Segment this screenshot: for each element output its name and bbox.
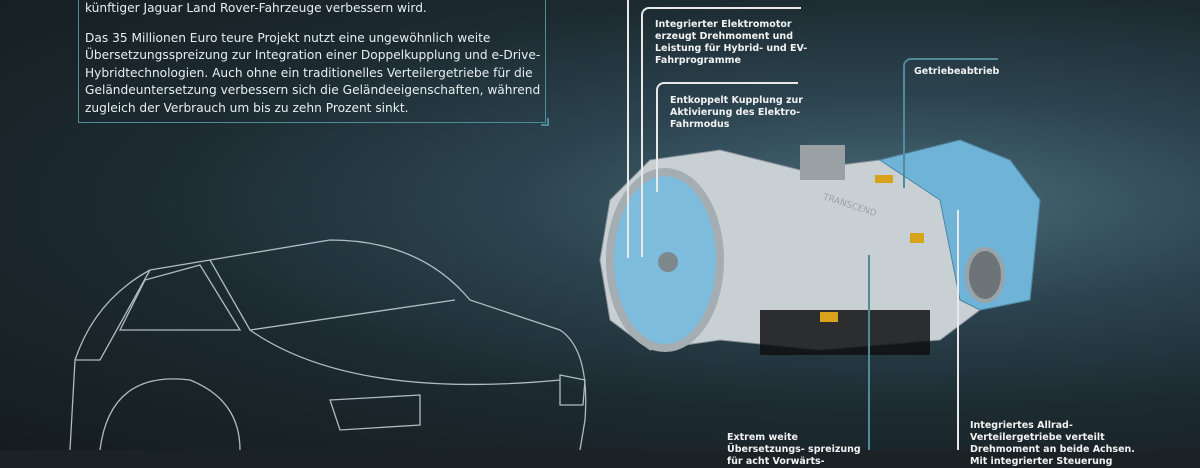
callout-line	[627, 0, 629, 258]
callout-line	[641, 7, 801, 257]
callout-ratio: Extrem weite Übersetzungs- spreizung für…	[727, 432, 861, 467]
intro-text-box: künftiger Jaguar Land Rover-Fahrzeuge ve…	[78, 0, 546, 123]
callout-line	[903, 58, 998, 188]
callout-clutch: Entkoppelt Kupplung zur Aktivierung des …	[670, 95, 803, 130]
car-outline	[69, 239, 587, 450]
callout-line	[957, 210, 959, 450]
intro-paragraph: Das 35 Millionen Euro teure Projekt nutz…	[85, 30, 541, 115]
callout-output: Getriebeabtrieb	[914, 66, 1000, 77]
illustration: TRANSCEND	[69, 139, 1041, 450]
callout-motor: Integrierter Elektromotor erzeugt Drehmo…	[655, 19, 808, 66]
intro-line-top: künftiger Jaguar Land Rover-Fahrzeuge ve…	[85, 1, 427, 15]
box-corner-decoration	[541, 118, 549, 126]
callout-line	[656, 82, 798, 192]
callout-transfer: Integriertes Allrad-Verteilergetriebe ve…	[970, 420, 1135, 467]
gearbox: TRANSCEND	[599, 139, 1041, 355]
callout-line	[868, 255, 870, 450]
